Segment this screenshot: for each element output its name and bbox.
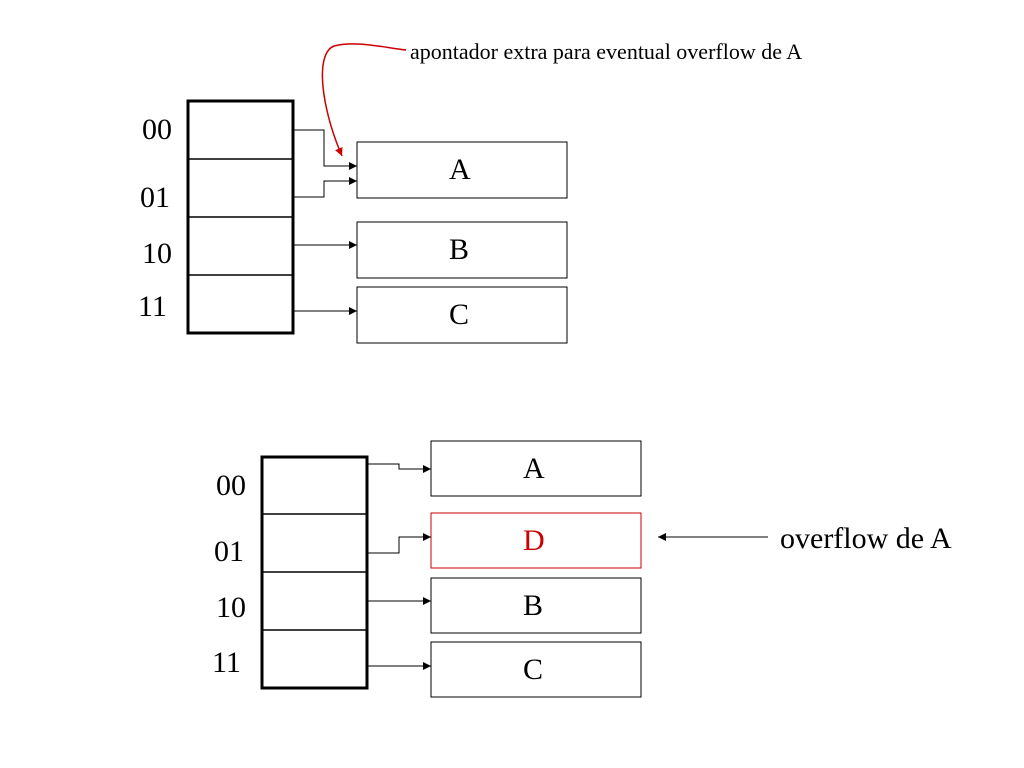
extra-pointer-annotation: apontador extra para eventual overflow d…	[410, 39, 803, 64]
top-index-label-10: 10	[142, 237, 172, 270]
bottom-pointer-00-arrow	[367, 463, 431, 473]
bottom-index-label-11: 11	[212, 646, 241, 679]
bottom-bucket-b-label: B	[523, 589, 544, 622]
bottom-directory	[260, 455, 369, 690]
bottom-index-label-01: 01	[214, 535, 244, 568]
top-index-label-01: 01	[140, 181, 170, 214]
extra-pointer-curved-arrow	[321, 43, 407, 157]
bottom-index-label-10: 10	[216, 591, 246, 624]
bottom-pointer-01-arrow	[367, 533, 431, 554]
bottom-bucket-b-box	[430, 577, 642, 634]
top-bucket-a-label: A	[449, 153, 471, 186]
top-bucket-b-label: B	[449, 233, 470, 266]
bottom-bucket-c-label: C	[523, 653, 544, 686]
bottom-bucket-d-label: D	[523, 524, 545, 557]
top-pointer-01-arrow	[293, 177, 357, 198]
bottom-bucket-c-box	[430, 641, 642, 698]
bottom-bucket-a-label: A	[523, 452, 545, 485]
top-index-label-11: 11	[138, 290, 167, 323]
top-pointer-00-arrow	[293, 129, 357, 170]
top-bucket-b-box	[356, 221, 568, 279]
top-directory	[186, 99, 295, 335]
top-bucket-c-label: C	[449, 298, 470, 331]
bottom-bucket-d-box	[430, 512, 642, 569]
overflow-side-label: overflow de A	[780, 522, 952, 555]
top-index-label-00: 00	[142, 113, 172, 146]
bottom-index-label-00: 00	[216, 469, 246, 502]
top-bucket-a-box	[356, 141, 568, 199]
top-bucket-c-box	[356, 286, 568, 344]
